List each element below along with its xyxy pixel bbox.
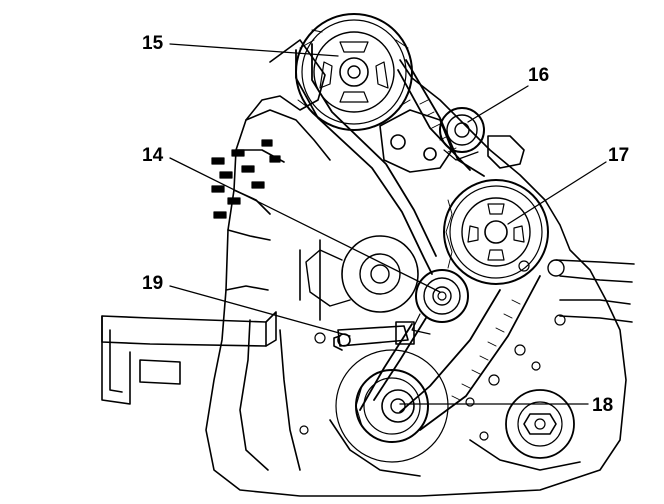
crankshaft-sprocket	[335, 349, 449, 463]
water-pump	[305, 235, 419, 313]
leader-line-16	[467, 85, 529, 123]
leader-lines	[169, 43, 607, 405]
tensioner-roller	[411, 269, 469, 335]
callout-19: 19	[142, 273, 164, 294]
callout-18: 18	[592, 395, 614, 416]
upper-idler	[439, 107, 485, 161]
callout-14: 14	[142, 145, 164, 166]
callout-15: 15	[142, 33, 164, 54]
tensioner-rod	[333, 321, 415, 351]
engine-block	[205, 39, 635, 497]
camshaft-sprocket	[295, 13, 413, 131]
pump-sprocket	[443, 179, 565, 285]
callout-17: 17	[608, 145, 630, 166]
leader-line-17	[507, 161, 607, 225]
lower-pulley	[505, 389, 575, 459]
belt-teeth	[419, 99, 521, 401]
leader-line-15	[169, 43, 339, 57]
block-details	[211, 139, 566, 441]
leader-line-14	[169, 157, 441, 293]
callout-16: 16	[528, 65, 550, 86]
timing-belt	[295, 43, 541, 431]
support-bar	[101, 311, 277, 405]
leader-line-19	[169, 285, 351, 337]
